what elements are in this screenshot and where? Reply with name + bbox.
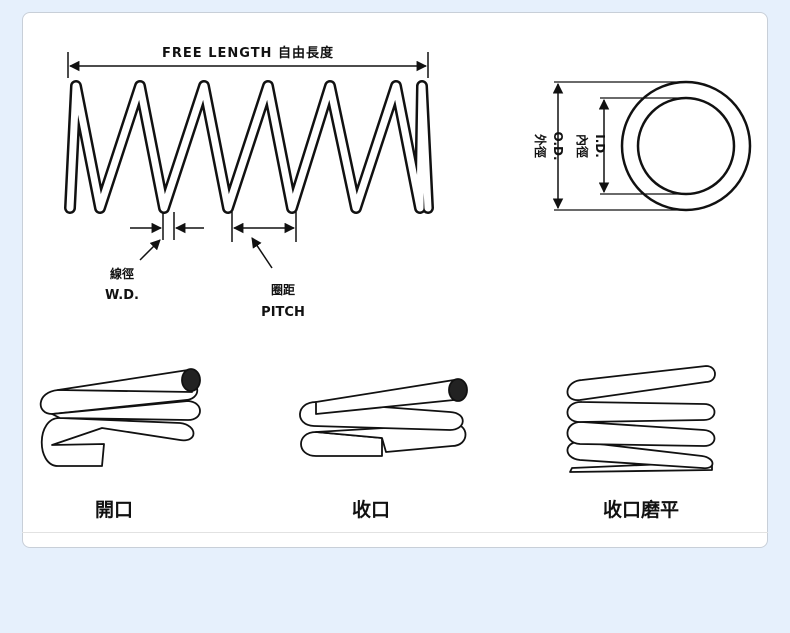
closed-end-label: 收口 bbox=[352, 498, 390, 521]
closed-end-spring bbox=[299, 378, 468, 457]
card-bottom-line bbox=[22, 532, 768, 533]
pitch-indicator bbox=[231, 212, 297, 269]
outer-diameter-label-cn: 外徑 bbox=[533, 134, 548, 158]
open-end-spring bbox=[39, 368, 201, 467]
od-id-ring bbox=[620, 80, 752, 212]
pitch-label-en: PITCH bbox=[261, 305, 305, 320]
closed-ground-end-label: 收口磨平 bbox=[603, 498, 679, 521]
outer-diameter-dimension bbox=[552, 81, 686, 211]
outer-diameter-label-en: O.D. bbox=[551, 131, 565, 160]
inner-diameter-label-cn: 內徑 bbox=[575, 134, 590, 158]
free-length-label: FREE LENGTH 自由長度 bbox=[162, 45, 334, 61]
open-end-label: 開口 bbox=[95, 499, 133, 521]
closed-ground-end-spring bbox=[566, 365, 716, 473]
wire-diameter-indicator bbox=[130, 212, 204, 261]
inner-diameter-label-en: I.D. bbox=[593, 134, 607, 158]
wire-diameter-label-cn: 線徑 bbox=[110, 266, 134, 281]
inner-diameter-dimension bbox=[598, 97, 686, 195]
spring-side-view bbox=[64, 80, 434, 214]
wire-diameter-label-en: W.D. bbox=[105, 288, 139, 303]
free-length-dimension bbox=[67, 52, 429, 78]
pitch-label-cn: 圈距 bbox=[271, 282, 295, 297]
